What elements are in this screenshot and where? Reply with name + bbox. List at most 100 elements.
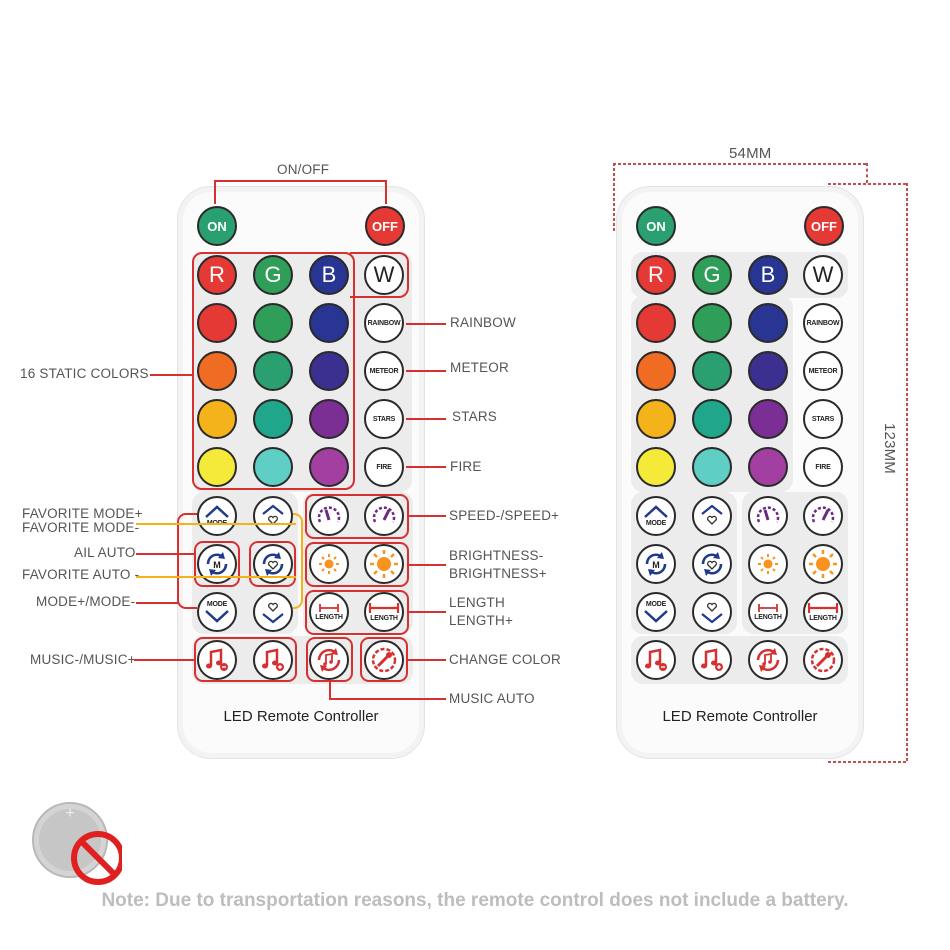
- left-effect-fire[interactable]: FIRE: [364, 447, 404, 487]
- left-btn-b[interactable]: B: [309, 255, 349, 295]
- leader-rainbow: [406, 323, 446, 325]
- dim-width-top: [613, 163, 866, 165]
- right-length-minus-button[interactable]: LENGTH: [748, 592, 788, 632]
- left-brightness-minus-button[interactable]: [309, 544, 349, 584]
- right-color-magenta[interactable]: [748, 447, 788, 487]
- right-effect-rainbow[interactable]: RAINBOW: [803, 303, 843, 343]
- left-effect-rainbow[interactable]: RAINBOW: [364, 303, 404, 343]
- right-btn-g[interactable]: G: [692, 255, 732, 295]
- left-color-green[interactable]: [253, 303, 293, 343]
- right-effect-fire[interactable]: FIRE: [803, 447, 843, 487]
- callout-favorite-mode-plus: FAVORITE MODE+: [22, 506, 143, 521]
- right-btn-w[interactable]: W: [803, 255, 843, 295]
- left-color-yellow[interactable]: [197, 447, 237, 487]
- left-speed-minus-button[interactable]: [309, 496, 349, 536]
- leader-length: [409, 611, 446, 613]
- right-color-blue[interactable]: [748, 303, 788, 343]
- right-btn-r[interactable]: R: [636, 255, 676, 295]
- right-music-auto-button[interactable]: [748, 640, 788, 680]
- right-favorite-mode-plus-button[interactable]: [692, 496, 732, 536]
- left-color-yellow-orange[interactable]: [197, 399, 237, 439]
- right-color-orange[interactable]: [636, 351, 676, 391]
- left-change-color-button[interactable]: [364, 640, 404, 680]
- right-color-yellow-orange[interactable]: [636, 399, 676, 439]
- left-music-plus-button[interactable]: [253, 640, 293, 680]
- right-speed-minus-button[interactable]: [748, 496, 788, 536]
- right-mode-minus-button[interactable]: MODE: [636, 592, 676, 632]
- highlight-ail-auto: [194, 541, 240, 587]
- left-effect-meteor[interactable]: METEOR: [364, 351, 404, 391]
- left-color-blue[interactable]: [309, 303, 349, 343]
- sun-big-icon: [807, 548, 839, 580]
- left-on-button[interactable]: ON: [197, 206, 237, 246]
- left-length-minus-button[interactable]: LENGTH: [309, 592, 349, 632]
- right-speed-plus-button[interactable]: [803, 496, 843, 536]
- right-off-button[interactable]: OFF: [804, 206, 844, 246]
- right-effect-meteor-label: METEOR: [808, 367, 838, 375]
- battery-note: Note: Due to transportation reasons, the…: [101, 890, 849, 911]
- right-btn-b[interactable]: B: [748, 255, 788, 295]
- right-color-indigo[interactable]: [748, 351, 788, 391]
- left-speed-plus-button[interactable]: [364, 496, 404, 536]
- right-brightness-minus-button[interactable]: [748, 544, 788, 584]
- right-brightness-plus-button[interactable]: [803, 544, 843, 584]
- left-color-magenta[interactable]: [309, 447, 349, 487]
- right-favorite-mode-minus-button[interactable]: [692, 592, 732, 632]
- callout-onoff: ON/OFF: [277, 162, 330, 177]
- left-favorite-mode-minus-button[interactable]: [253, 592, 293, 632]
- left-color-teal[interactable]: [253, 399, 293, 439]
- right-effect-meteor[interactable]: METEOR: [803, 351, 843, 391]
- callout-music-minus-plus: MUSIC-/MUSIC+: [30, 652, 136, 667]
- callout-fire: FIRE: [450, 459, 482, 474]
- left-music-minus-button[interactable]: [197, 640, 237, 680]
- left-mode-minus-button[interactable]: MODE: [197, 592, 237, 632]
- music-minus-icon: [642, 646, 670, 674]
- right-mode-plus-button[interactable]: MODE: [636, 496, 676, 536]
- highlight-static-colors: [192, 252, 355, 490]
- left-length-plus-button[interactable]: LENGTH: [364, 592, 404, 632]
- right-color-yellow[interactable]: [636, 447, 676, 487]
- left-music-auto-button[interactable]: [309, 640, 349, 680]
- left-btn-g[interactable]: G: [253, 255, 293, 295]
- left-color-indigo[interactable]: [309, 351, 349, 391]
- dim-height-top: [828, 183, 906, 185]
- len-long-icon: [368, 602, 400, 614]
- left-color-aqua[interactable]: [253, 447, 293, 487]
- left-mode-plus-button[interactable]: MODE: [197, 496, 237, 536]
- right-length-plus-button[interactable]: LENGTH: [803, 592, 843, 632]
- left-btn-r[interactable]: R: [197, 255, 237, 295]
- left-effect-fire-label: FIRE: [376, 463, 392, 471]
- left-effect-stars[interactable]: STARS: [364, 399, 404, 439]
- left-btn-w[interactable]: W: [364, 255, 404, 295]
- left-effect-rainbow-label: RAINBOW: [367, 319, 401, 327]
- left-color-red[interactable]: [197, 303, 237, 343]
- right-color-aqua[interactable]: [692, 447, 732, 487]
- right-music-minus-button[interactable]: [636, 640, 676, 680]
- speed-fast-icon: [370, 502, 398, 530]
- leader-music: [134, 659, 194, 661]
- right-effect-stars[interactable]: STARS: [803, 399, 843, 439]
- music-auto-icon: [314, 645, 344, 675]
- right-color-green[interactable]: [692, 303, 732, 343]
- right-ail-auto-button[interactable]: M: [636, 544, 676, 584]
- change-color-icon: [808, 645, 838, 675]
- left-brightness-plus-button[interactable]: [364, 544, 404, 584]
- right-music-plus-button[interactable]: [692, 640, 732, 680]
- left-favorite-mode-plus-button[interactable]: [253, 496, 293, 536]
- right-on-button[interactable]: ON: [636, 206, 676, 246]
- left-color-purple[interactable]: [309, 399, 349, 439]
- len-long-icon: [807, 602, 839, 614]
- left-off-button[interactable]: OFF: [365, 206, 405, 246]
- right-color-emerald[interactable]: [692, 351, 732, 391]
- right-color-teal[interactable]: [692, 399, 732, 439]
- right-color-red[interactable]: [636, 303, 676, 343]
- right-mode-plus-label: MODE: [645, 520, 667, 527]
- right-change-color-button[interactable]: [803, 640, 843, 680]
- down-icon: [204, 609, 230, 623]
- right-color-purple[interactable]: [748, 399, 788, 439]
- svg-text:M: M: [213, 560, 221, 570]
- right-favorite-auto-button[interactable]: [692, 544, 732, 584]
- left-color-emerald[interactable]: [253, 351, 293, 391]
- callout-length-plus: LENGTH+: [449, 613, 514, 628]
- left-color-orange[interactable]: [197, 351, 237, 391]
